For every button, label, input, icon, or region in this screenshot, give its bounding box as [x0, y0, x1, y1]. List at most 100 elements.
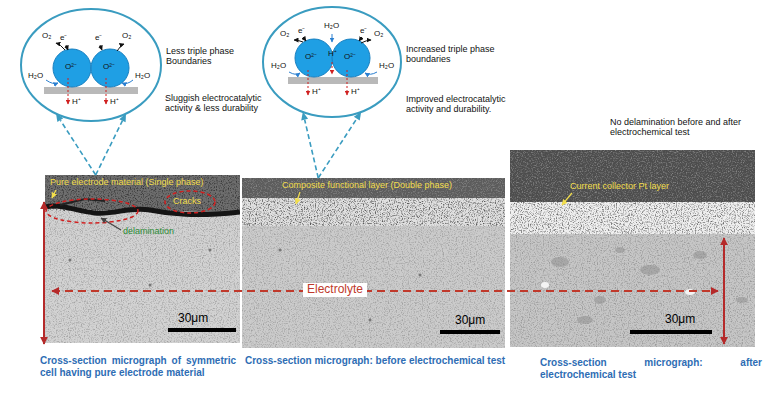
thickness-arrow	[723, 238, 725, 344]
annotation-text: No delamination before and after electro…	[610, 117, 762, 138]
electrolyte-span-arrow	[52, 290, 718, 292]
electrode-particle	[332, 39, 370, 77]
pore	[419, 274, 422, 277]
pore	[149, 284, 152, 287]
reaction-arrow	[66, 45, 68, 50]
caption-text: Cross-section micrograph: after electroc…	[540, 357, 762, 380]
inset-ellipse: O₂e⁻H₂Oe⁻O₂H₂OO²⁻H⁺O²⁻H₂OH⁺H⁺	[262, 6, 402, 118]
reaction-arrow	[294, 40, 303, 42]
pore	[209, 249, 212, 252]
layer-label: Current collector Pt layer	[570, 182, 669, 192]
leader-arrow	[52, 190, 56, 198]
chemical-label: O²⁻	[103, 63, 115, 72]
pore	[640, 265, 660, 275]
micrograph-panel: Current collector Pt layer 30μm	[510, 150, 755, 347]
reaction-arrow	[303, 37, 306, 41]
electrolyte-region	[510, 150, 755, 347]
micrograph-panel: Pure electrode material (Single phase) Cr…	[45, 175, 240, 343]
highlight-ring	[165, 191, 215, 213]
pore	[551, 257, 569, 267]
chemical-label: e⁻	[360, 27, 367, 36]
water-arrow	[365, 72, 377, 74]
chemical-label: O₂	[122, 32, 131, 41]
highlight-ring	[46, 199, 138, 223]
chemical-label: H⁺	[351, 88, 360, 97]
annotation-text: Less triple phase Boundaries	[166, 46, 266, 67]
chemical-label: e⁻	[60, 34, 67, 43]
electrolyte-region	[242, 178, 505, 348]
chemical-label: O²⁻	[305, 53, 317, 62]
connector-line	[305, 120, 319, 178]
electrode-particle	[91, 49, 129, 87]
chemical-label: H₂O	[28, 72, 43, 81]
layer-label: Pure electrode material (Single phase)	[50, 178, 204, 188]
leader-arrow	[101, 218, 121, 230]
chemical-label: H₂O	[135, 72, 150, 81]
connector-line	[60, 120, 95, 175]
grain-texture	[510, 150, 755, 202]
pore	[279, 249, 282, 252]
chemical-label: H₂O	[379, 62, 394, 71]
proton-arrow	[106, 78, 107, 104]
chemical-label: H⁺	[312, 88, 321, 97]
inset-ellipse: O₂ e⁻ e⁻ O₂ H₂O O²⁻ O²⁻ H₂O H⁺ H⁺	[20, 8, 162, 122]
grain-texture	[242, 198, 505, 226]
pore	[577, 316, 593, 324]
crack-line	[45, 206, 240, 215]
leader-arrow	[562, 193, 572, 205]
electrolyte-substrate	[288, 77, 378, 84]
caption-text: Cross-section micrograph: before electro…	[245, 355, 507, 367]
pore	[369, 319, 372, 322]
proton-arrow	[332, 62, 333, 74]
pore	[693, 251, 707, 259]
scale-label: 30μm	[178, 312, 208, 325]
background-region	[242, 178, 505, 198]
water-arrow	[122, 80, 133, 84]
proton-arrow	[347, 70, 348, 95]
electrolyte-substrate	[44, 87, 138, 94]
proton-arrow	[308, 70, 309, 95]
connector-line	[318, 119, 357, 178]
annotation-text: Improved electrocatalytic activity and d…	[406, 94, 528, 115]
layer-label: Composite functional layer (Double phase…	[282, 181, 452, 191]
electrode-particle	[53, 49, 91, 87]
grain-texture	[242, 178, 505, 348]
chemical-label: e⁻	[95, 34, 102, 43]
pore	[69, 259, 72, 262]
chemical-label: e⁻	[298, 27, 305, 36]
chemical-label: H⁺	[110, 98, 119, 107]
proton-arrow	[68, 78, 69, 104]
grain-texture	[45, 175, 240, 211]
caption-text: Cross-section micrograph of symmetric ce…	[40, 355, 236, 378]
ellipse-outline	[20, 8, 162, 122]
chemical-label: O²⁻	[65, 63, 77, 72]
chemical-label: O₂	[280, 30, 289, 39]
grain-texture	[45, 175, 240, 343]
pore	[736, 297, 748, 303]
chemical-label: H⁺	[72, 98, 81, 107]
chemical-label: H₂O	[324, 22, 339, 31]
chemical-label: O₂	[42, 32, 51, 41]
ellipse-outline	[263, 7, 401, 117]
layer-label: Cracks	[173, 197, 201, 207]
grain-texture	[242, 178, 505, 198]
scale-bar	[168, 328, 236, 332]
ellipse-outline	[21, 9, 161, 121]
scale-label: 30μm	[665, 313, 695, 326]
reaction-arrow	[359, 37, 362, 41]
water-arrow	[289, 72, 300, 74]
micrograph-image	[510, 150, 755, 347]
water-arrow	[46, 80, 58, 84]
electrolyte-region	[45, 175, 240, 343]
connector-arrow	[56, 113, 126, 175]
reaction-arrow	[361, 40, 371, 43]
scale-label: 30μm	[455, 314, 485, 327]
reaction-arrow	[100, 45, 102, 50]
background-region	[510, 150, 755, 202]
pt-layer	[510, 202, 755, 234]
annotation-text: Sluggish electrocatalytic activity & les…	[165, 93, 277, 114]
reaction-arrow	[117, 44, 124, 51]
micrograph-image	[45, 175, 240, 343]
connector-arrow	[301, 112, 361, 178]
